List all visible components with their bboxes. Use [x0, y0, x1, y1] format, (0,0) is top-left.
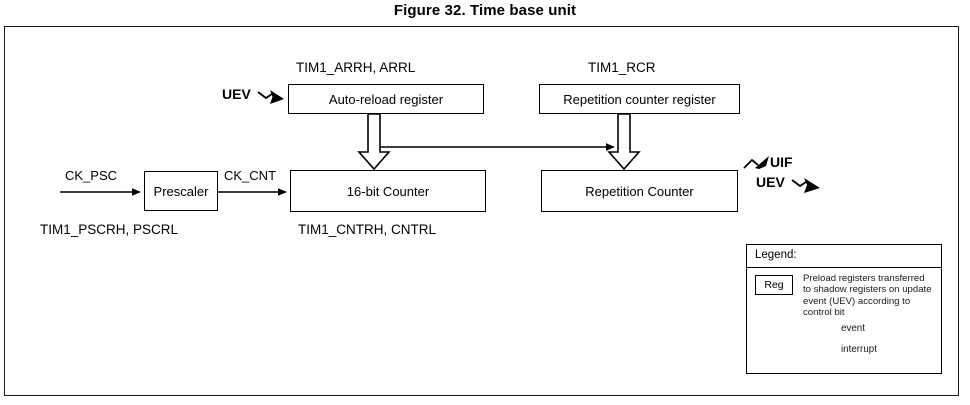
signal-uev-input-label: UEV [222, 86, 251, 102]
signal-uif-output-label: UIF [770, 154, 793, 170]
legend-reg-swatch: Reg [755, 275, 798, 300]
block-16bit-counter[interactable]: 16-bit Counter [290, 170, 486, 212]
block-repetition-counter-register-label: Repetition counter register [563, 91, 716, 107]
legend-interrupt-label: interrupt [841, 344, 877, 355]
caption-tim1-rcr: TIM1_RCR [588, 60, 656, 75]
legend-box: Legend: Reg Preload registers transferre… [746, 244, 942, 374]
block-auto-reload-register[interactable]: Auto-reload register [288, 84, 489, 119]
block-16bit-counter-label: 16-bit Counter [346, 183, 430, 199]
legend-reg-label: Reg [764, 279, 784, 291]
block-repetition-counter-register[interactable]: Repetition counter register [539, 84, 745, 119]
block-auto-reload-register-label: Auto-reload register [328, 91, 444, 107]
caption-tim1-cntr: TIM1_CNTRH, CNTRL [298, 222, 437, 237]
legend-reg-description: Preload registers transferred to shadow … [803, 273, 932, 319]
caption-tim1-pscr: TIM1_PSCRH, PSCRL [40, 222, 179, 237]
block-repetition-counter-label: Repetition Counter [585, 183, 694, 199]
block-prescaler[interactable]: Prescaler [144, 171, 223, 216]
block-prescaler-label: Prescaler [153, 183, 209, 199]
signal-ck-psc-label: CK_PSC [65, 168, 118, 183]
legend-divider [747, 267, 941, 268]
signal-ck-cnt-label: CK_CNT [224, 168, 277, 183]
block-repetition-counter[interactable]: Repetition Counter [541, 170, 738, 212]
legend-event-label: event [841, 323, 865, 334]
legend-title: Legend: [755, 249, 797, 261]
figure-title: Figure 32. Time base unit [393, 2, 577, 19]
caption-tim1-arr: TIM1_ARRH, ARRL [296, 60, 416, 75]
signal-uev-output-label: UEV [756, 174, 785, 190]
